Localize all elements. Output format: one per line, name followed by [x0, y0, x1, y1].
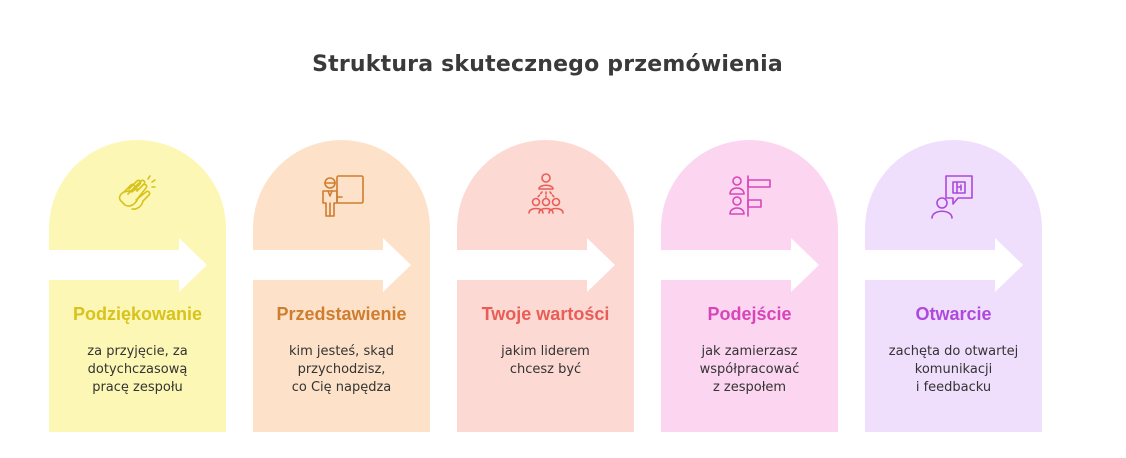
step-description: zachęta do otwartej komunikacji i feedba… [888, 344, 1019, 395]
step-label: Podziękowanie [72, 304, 203, 324]
step-label: Otwarcie [915, 304, 992, 324]
leader-group-icon [518, 168, 574, 224]
presenter-board-icon [314, 168, 370, 224]
arrow-right-icon [457, 238, 615, 292]
arrow-right-icon [865, 238, 1023, 292]
step-description: jakim liderem chcesz być [501, 344, 590, 377]
arrow-right-icon [253, 238, 411, 292]
step-twoje-wartosci: Twoje wartości jakim liderem chcesz być [457, 140, 634, 432]
step-podejscie: Podejście jak zamierzasz współpracować z… [661, 140, 838, 432]
arrow-right-icon [49, 238, 207, 292]
step-label: Twoje wartości [481, 304, 610, 324]
step-description: za przyjęcie, za dotychczasową pracę zes… [87, 344, 188, 395]
step-otwarcie: Otwarcie zachęta do otwartej komunikacji… [865, 140, 1042, 432]
step-description: kim jesteś, skąd przychodzisz, co Cię na… [289, 344, 394, 395]
step-label: Podejście [707, 304, 792, 324]
clapping-hands-icon [110, 168, 166, 224]
step-przedstawienie: Przedstawienie kim jesteś, skąd przychod… [253, 140, 430, 432]
step-description: jak zamierzasz współpracować z zespołem [699, 344, 800, 395]
step-label: Przedstawienie [276, 304, 407, 324]
team-ranking-icon [722, 168, 778, 224]
arrow-right-icon [661, 238, 819, 292]
diagram-title: Struktura skutecznego przemówienia [312, 52, 783, 77]
step-podziekowanie: Podziękowanie za przyjęcie, za dotychcza… [49, 140, 226, 432]
feedback-chat-icon [926, 168, 982, 224]
